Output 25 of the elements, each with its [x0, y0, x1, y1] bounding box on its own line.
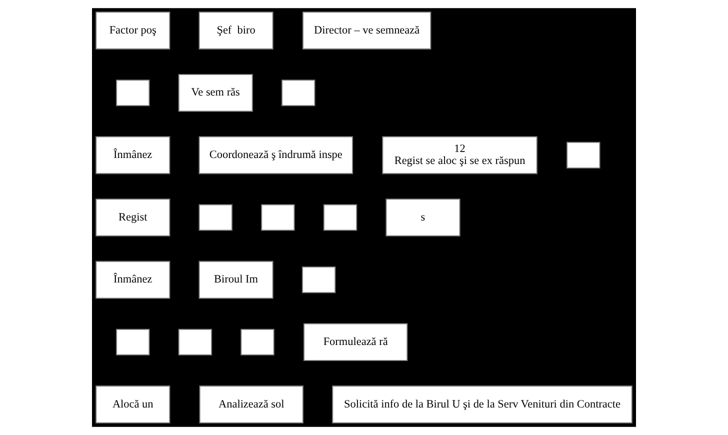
node-box: [282, 80, 316, 106]
node-box: Alocă un: [96, 386, 170, 424]
node-box: Analizează sol: [199, 386, 304, 424]
node-box: [178, 328, 212, 356]
node-box: Director – ve semnează: [302, 12, 432, 50]
node-box: [240, 328, 274, 356]
node-box: 12 Regist se aloc şi se ex răspun: [382, 136, 538, 174]
node-box: Solicită info de la Birul U şi de la Serv Venituri din Contracte: [332, 386, 632, 424]
node-box: Factor poş: [96, 12, 170, 50]
node-box: Formulează ră: [303, 323, 408, 362]
node-box: Înmânez: [96, 260, 170, 299]
node-box: Ve sem răs: [178, 74, 253, 112]
node-box: Coordonează ş îndrumă inspe: [198, 136, 354, 174]
node-box: [198, 204, 232, 231]
node-box: [566, 142, 600, 168]
node-box: [323, 204, 358, 231]
node-box: s: [386, 198, 460, 236]
node-box: [116, 80, 150, 106]
node-box: [116, 328, 150, 356]
node-box: [261, 204, 295, 231]
node-box: Biroul Im: [198, 260, 274, 299]
node-box: Şef biro: [198, 12, 274, 50]
node-box: [302, 266, 336, 294]
node-box: Regist: [96, 198, 170, 236]
node-box: Înmânez: [96, 136, 170, 174]
